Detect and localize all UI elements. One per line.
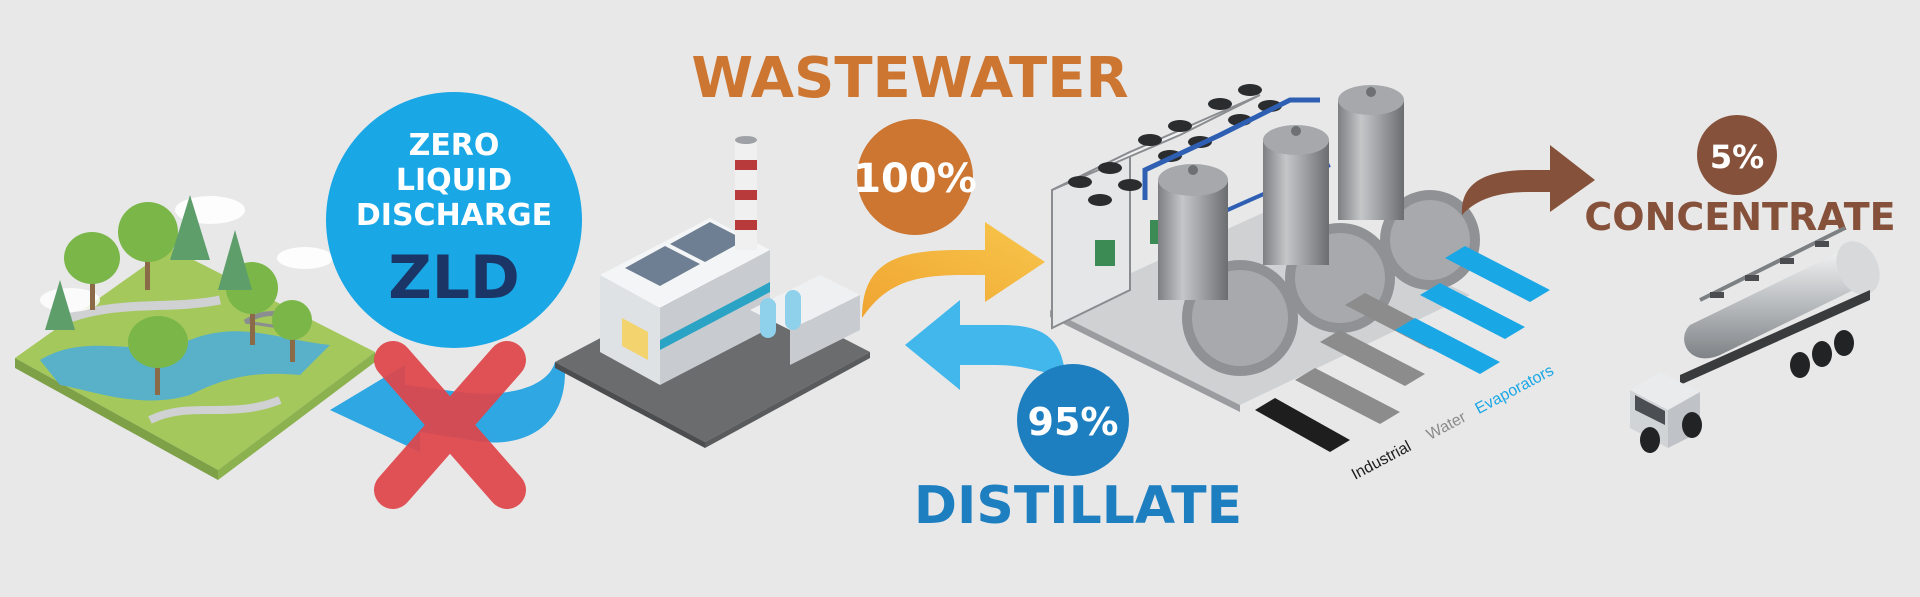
zld-abbr: ZLD [388, 243, 520, 313]
zld-circle [326, 92, 582, 348]
zld-line2: LIQUID [396, 163, 512, 198]
park-icon [15, 195, 375, 480]
factory-icon [555, 136, 870, 448]
distillate-arrow-icon [905, 300, 1065, 390]
concentrate-title: CONCENTRATE [1584, 195, 1895, 239]
tanker-truck-icon [1630, 226, 1880, 453]
zld-line1: ZERO [409, 128, 500, 163]
distillate-percent-circle [1017, 364, 1129, 476]
zld-badge: ZERO LIQUID DISCHARGE ZLD [326, 92, 582, 348]
brand-word-water: Water [1424, 409, 1470, 444]
red-cross-icon [374, 341, 526, 509]
zld-line3: DISCHARGE [356, 198, 552, 233]
wastewater-arrow-icon [862, 222, 1045, 318]
concentrate-percent: 5% [1710, 138, 1764, 176]
wastewater-percent: 100% [853, 156, 977, 202]
brand-word-industrial: Industrial [1349, 438, 1414, 483]
wastewater-percent-circle [857, 119, 973, 235]
distillate-percent: 95% [1028, 400, 1119, 444]
evaporator-unit-icon [1050, 84, 1480, 412]
concentrate-percent-circle [1697, 115, 1777, 195]
wastewater-title: WASTEWATER [691, 46, 1128, 111]
concentrate-arrow-icon [1461, 145, 1595, 215]
distillate-title: DISTILLATE [914, 476, 1242, 536]
